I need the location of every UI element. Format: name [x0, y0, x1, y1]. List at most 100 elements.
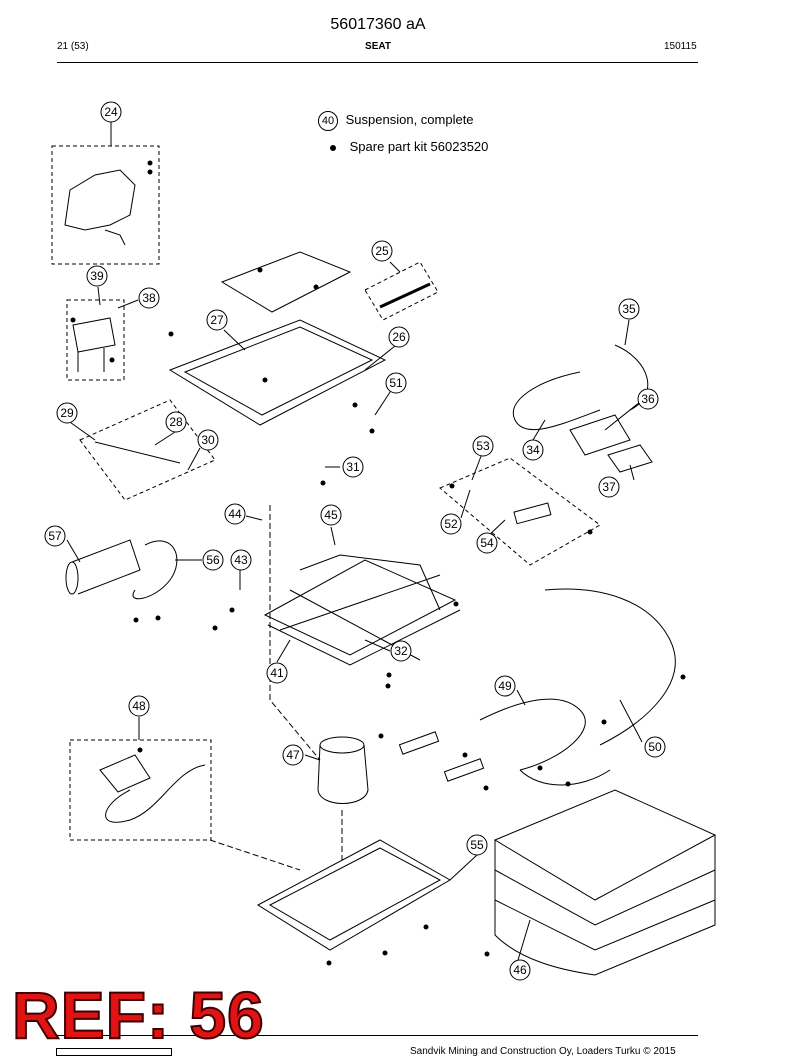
callout-label: 27	[210, 313, 224, 327]
callout-label: 24	[104, 105, 118, 119]
callout-circle	[637, 388, 659, 410]
callout-circle	[440, 513, 462, 535]
callout-circle	[282, 744, 304, 766]
callout-39: 39	[86, 265, 108, 287]
leader-50	[619, 699, 643, 743]
callout-circle	[618, 298, 640, 320]
callout-label: 29	[60, 406, 74, 420]
leader-32	[364, 639, 391, 652]
callout-circle	[388, 326, 410, 348]
callout-circle	[598, 476, 620, 498]
fastener-dot	[386, 672, 392, 678]
part-suspension-top-frame	[299, 554, 441, 611]
callout-28: 28	[165, 411, 187, 433]
callout-47: 47	[282, 744, 304, 766]
fastener-dot	[385, 683, 391, 689]
callout-38: 38	[138, 287, 160, 309]
leader-36	[604, 401, 641, 431]
legend-item-title: Suspension, complete	[345, 112, 474, 127]
fastener-dot	[484, 951, 490, 957]
leader-28	[154, 431, 176, 446]
footer-copyright: Sandvik Mining and Construction Oy, Load…	[410, 1046, 676, 1057]
leader-39	[97, 286, 101, 306]
part-harness-branch	[519, 769, 611, 786]
leader-38	[117, 299, 139, 309]
callout-35: 35	[618, 298, 640, 320]
bullet-icon	[330, 144, 336, 151]
part-switch-36	[569, 414, 631, 456]
leader-49	[516, 689, 526, 706]
callout-45: 45	[320, 504, 342, 526]
callout-circle	[385, 372, 407, 394]
leader-35	[624, 319, 630, 346]
callout-circle	[509, 959, 531, 981]
callout-24: 24	[100, 101, 122, 123]
leader-57	[66, 539, 81, 563]
fastener-dot	[147, 160, 153, 166]
fastener-dot	[257, 267, 263, 273]
group-box-52	[439, 457, 601, 566]
legend-suspension: 40 Suspension, complete	[318, 111, 474, 131]
date-code: 150115	[664, 41, 697, 52]
callout-label: 38	[142, 291, 156, 305]
fastener-dot	[137, 747, 143, 753]
callout-label: 47	[286, 748, 300, 762]
callout-circle	[86, 265, 108, 287]
callout-29: 29	[56, 402, 78, 424]
callout-53: 53	[472, 435, 494, 457]
callout-label: 41	[270, 666, 284, 680]
callout-circle	[100, 101, 122, 123]
callout-label: 49	[498, 679, 512, 693]
fastener-dot	[680, 674, 686, 680]
callout-46: 46	[509, 959, 531, 981]
callout-label: 28	[169, 415, 183, 429]
part-cylinder-57	[71, 539, 141, 595]
fastener-dot	[229, 607, 235, 613]
callout-circle	[206, 309, 228, 331]
callout-label: 56	[206, 553, 220, 567]
fastener-dot	[537, 765, 543, 771]
fastener-dot	[133, 617, 139, 623]
callout-label: 53	[476, 439, 490, 453]
callout-49: 49	[494, 675, 516, 697]
callout-52: 52	[440, 513, 462, 535]
callout-circle	[230, 549, 252, 571]
callout-label: 36	[641, 392, 655, 406]
part-cylinder-end	[65, 561, 79, 595]
group-box-38	[66, 299, 125, 381]
callout-48: 48	[128, 695, 150, 717]
callout-label: 50	[648, 740, 662, 754]
fastener-dot	[212, 625, 218, 631]
part-hose-56	[132, 540, 178, 600]
callout-label: 32	[394, 644, 408, 658]
document-number: 56017360 aA	[330, 16, 426, 33]
part-cable-24	[104, 229, 126, 246]
callout-circle	[197, 429, 219, 451]
callout-34: 34	[522, 439, 544, 461]
callout-label: 25	[375, 244, 389, 258]
fastener-dot	[326, 960, 332, 966]
part-harness-49	[479, 698, 586, 771]
callout-label: 44	[228, 507, 242, 521]
section-title: SEAT	[365, 41, 391, 52]
fastener-dot	[168, 331, 174, 337]
part-switch-37	[607, 444, 653, 473]
fastener-dot	[423, 924, 429, 930]
part-rod-28	[94, 441, 181, 464]
callout-41: 41	[266, 662, 288, 684]
callout-55: 55	[466, 834, 488, 856]
callout-circle	[128, 695, 150, 717]
fastener-dot	[320, 480, 326, 486]
leader-29	[66, 419, 96, 441]
callout-label: 55	[470, 838, 484, 852]
callout-circle	[266, 662, 288, 684]
fastener-dot	[601, 719, 607, 725]
leader-26	[364, 345, 396, 371]
fastener-dot	[313, 284, 319, 290]
fastener-dot	[449, 483, 455, 489]
fastener-dot	[483, 785, 489, 791]
alignment-line-1	[269, 505, 321, 761]
part-bellows-top	[493, 789, 717, 901]
group-box-48	[69, 739, 212, 841]
callout-circle	[476, 532, 498, 554]
